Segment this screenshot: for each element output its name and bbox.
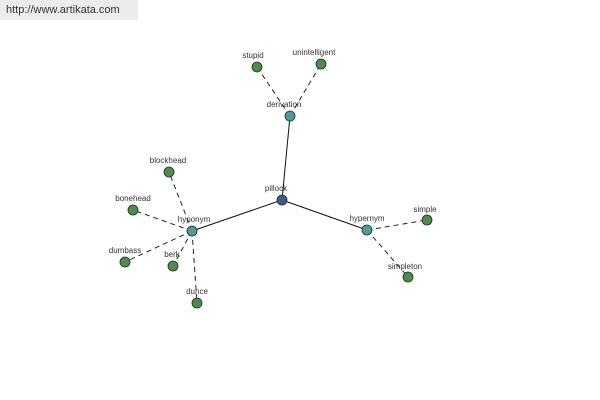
- edge-hyponym-blockhead: [168, 171, 193, 232]
- label-dumbass: dumbass: [109, 246, 141, 255]
- url-header: http://www.artikata.com: [0, 0, 138, 20]
- edge-root-hyponym: [191, 199, 283, 232]
- edge-root-derivation: [281, 115, 291, 201]
- label-bonehead: bonehead: [115, 194, 151, 203]
- node-unintelligent[interactable]: [315, 58, 327, 70]
- edge-derivation-unintelligent: [289, 63, 322, 117]
- label-unintelligent: unintelligent: [293, 48, 336, 57]
- node-dunce[interactable]: [191, 297, 203, 309]
- node-stupid[interactable]: [251, 61, 263, 73]
- node-bonehead[interactable]: [127, 204, 139, 216]
- edge-hypernym-simple: [366, 219, 428, 231]
- label-pillock: pillock: [265, 184, 288, 193]
- label-stupid: stupid: [242, 51, 263, 60]
- node-dumbass[interactable]: [119, 256, 131, 268]
- edge-hyponym-dunce: [191, 230, 198, 304]
- label-hypernym: hypernym: [349, 214, 384, 223]
- label-simpleton: simpleton: [388, 262, 422, 271]
- node-simpleton[interactable]: [402, 271, 414, 283]
- label-hyponym: hyponym: [178, 215, 211, 224]
- label-blockhead: blockhead: [150, 156, 186, 165]
- node-pillock[interactable]: [276, 194, 288, 206]
- edge-root-hypernym: [281, 199, 368, 231]
- node-derivation[interactable]: [284, 110, 296, 122]
- site-url-link[interactable]: http://www.artikata.com: [6, 4, 120, 16]
- edge-hyponym-berk: [172, 230, 193, 267]
- node-simple[interactable]: [421, 214, 433, 226]
- node-hypernym[interactable]: [361, 224, 373, 236]
- label-simple: simple: [413, 205, 437, 214]
- node-berk[interactable]: [167, 260, 179, 272]
- label-dunce: dunce: [186, 287, 208, 296]
- edge-hyponym-bonehead: [132, 209, 193, 232]
- edge-hyponym-dumbass: [124, 230, 193, 263]
- label-derivation: derivation: [267, 100, 302, 109]
- edge-hypernym-simpleton: [366, 229, 409, 278]
- node-hyponym[interactable]: [186, 225, 198, 237]
- label-berk: berk: [164, 250, 181, 259]
- node-blockhead[interactable]: [163, 166, 175, 178]
- edge-derivation-stupid: [256, 66, 291, 117]
